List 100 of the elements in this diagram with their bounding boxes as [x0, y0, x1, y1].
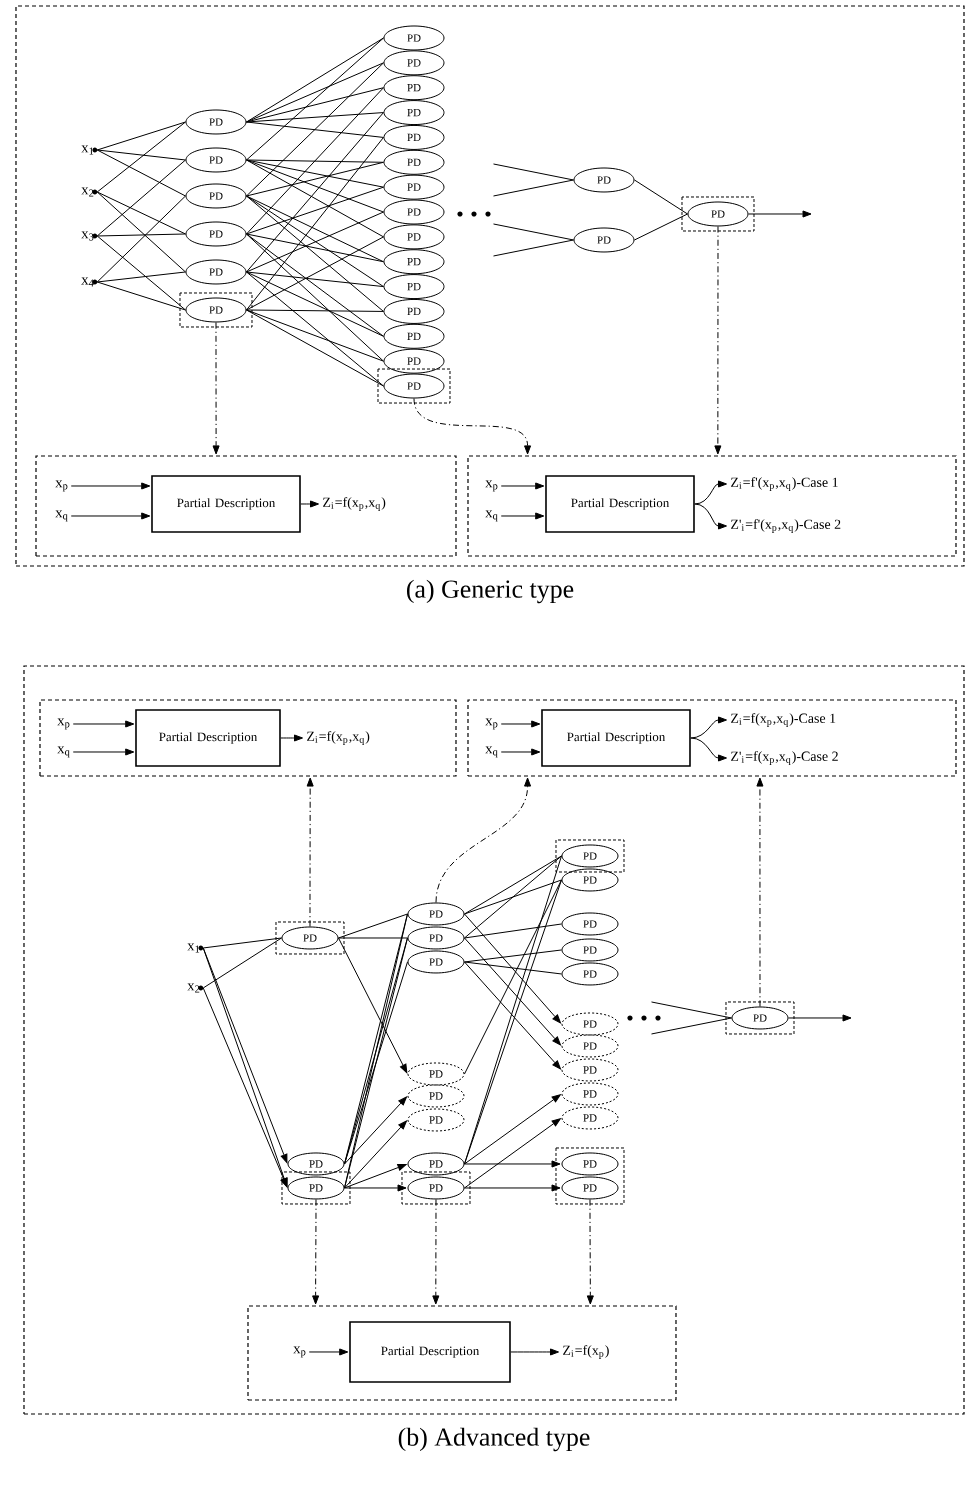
connector-line	[246, 211, 384, 273]
node-label: (b) Advanced type	[398, 1427, 590, 1452]
connector-line	[634, 213, 688, 241]
connector-line	[246, 236, 384, 311]
connector-line	[246, 37, 384, 123]
connector-line	[246, 309, 384, 387]
arrow	[464, 961, 561, 1070]
connector-line	[96, 191, 186, 235]
arrow	[510, 1348, 559, 1356]
connector-line	[246, 159, 384, 188]
dashed-panel	[467, 455, 957, 557]
connector-line	[246, 87, 384, 235]
connector-line	[464, 923, 562, 939]
arrow	[690, 716, 727, 739]
connector-line	[246, 271, 384, 337]
connector-line	[493, 179, 574, 197]
connector-line	[202, 937, 282, 949]
connector-line	[493, 223, 574, 241]
dashed-panel	[39, 699, 457, 777]
connector-line	[246, 161, 384, 197]
connector-line	[96, 281, 186, 311]
dash-dot-arrow	[435, 777, 532, 903]
connector-line	[202, 937, 282, 989]
connector-line	[96, 271, 186, 283]
arrow	[500, 720, 541, 728]
connector-line	[246, 233, 384, 362]
connector-line	[246, 159, 384, 238]
dash-dot-arrow	[756, 777, 764, 1007]
dash-dot-arrow	[432, 1199, 440, 1305]
arrow	[500, 482, 545, 490]
arrow	[308, 1348, 349, 1356]
connector-line	[246, 233, 384, 337]
arrow	[344, 1120, 407, 1189]
connector-line	[464, 855, 562, 915]
arrow	[464, 1094, 561, 1165]
connector-line	[246, 195, 384, 263]
connector-line	[96, 235, 186, 311]
connector-line	[246, 309, 384, 312]
connector-line	[96, 149, 186, 161]
node-label: (a) Generic type	[406, 579, 574, 604]
arrow	[344, 1096, 407, 1165]
connector-line	[96, 121, 186, 193]
connector-line	[464, 961, 562, 975]
arrow	[70, 482, 151, 490]
connector-line	[493, 163, 574, 181]
arrow	[788, 1014, 852, 1022]
connector-line	[96, 233, 186, 237]
connector-line	[246, 112, 384, 273]
dash-dot-arrow	[586, 1199, 594, 1305]
connector-line	[651, 1017, 732, 1035]
arrow	[464, 1160, 561, 1168]
arrow	[694, 503, 727, 530]
arrow	[70, 512, 151, 520]
arrow	[500, 748, 541, 756]
connector-line	[464, 879, 562, 915]
connector-line	[96, 159, 186, 237]
connector-line	[246, 136, 384, 311]
connector-line	[634, 179, 688, 215]
connector-line	[246, 159, 384, 163]
connector-line	[493, 239, 574, 257]
arrow	[464, 937, 561, 1046]
arrow	[464, 1184, 561, 1192]
arrow	[694, 480, 727, 505]
connector-line	[246, 62, 384, 123]
arrow	[280, 734, 303, 742]
arrow	[690, 737, 727, 762]
connector-line	[651, 1001, 732, 1019]
connector-line	[246, 186, 384, 235]
connector-line	[246, 121, 384, 138]
dashed-panel	[35, 455, 457, 557]
arrow	[202, 987, 288, 1188]
connector-line	[246, 233, 384, 263]
dash-dot-arrow	[714, 226, 722, 455]
dash-dot-arrow	[413, 398, 532, 455]
connector-line	[246, 271, 384, 387]
connector-line	[464, 949, 562, 963]
connector-line	[246, 37, 384, 161]
connector-line	[246, 271, 384, 288]
arrow	[344, 1164, 407, 1189]
connector-line	[338, 937, 408, 939]
arrow	[748, 210, 812, 218]
dash-dot-arrow	[306, 777, 314, 927]
connector-line	[246, 87, 384, 123]
connector-line	[246, 62, 384, 197]
connector-line	[96, 149, 186, 197]
connector-line	[246, 309, 384, 362]
arrow	[344, 1184, 407, 1192]
arrow	[338, 937, 408, 1074]
connector-line	[464, 855, 562, 939]
arrow	[464, 1118, 561, 1189]
arrow	[72, 748, 135, 756]
dash-dot-arrow	[212, 322, 220, 455]
connector-line	[464, 879, 562, 1075]
dash-dot-arrow	[312, 1199, 320, 1305]
connector-line	[338, 913, 408, 939]
arrow	[464, 913, 561, 1024]
arrow	[72, 720, 135, 728]
dashed-panel	[467, 699, 957, 777]
dashed-panel	[247, 1305, 677, 1401]
arrow	[500, 512, 545, 520]
